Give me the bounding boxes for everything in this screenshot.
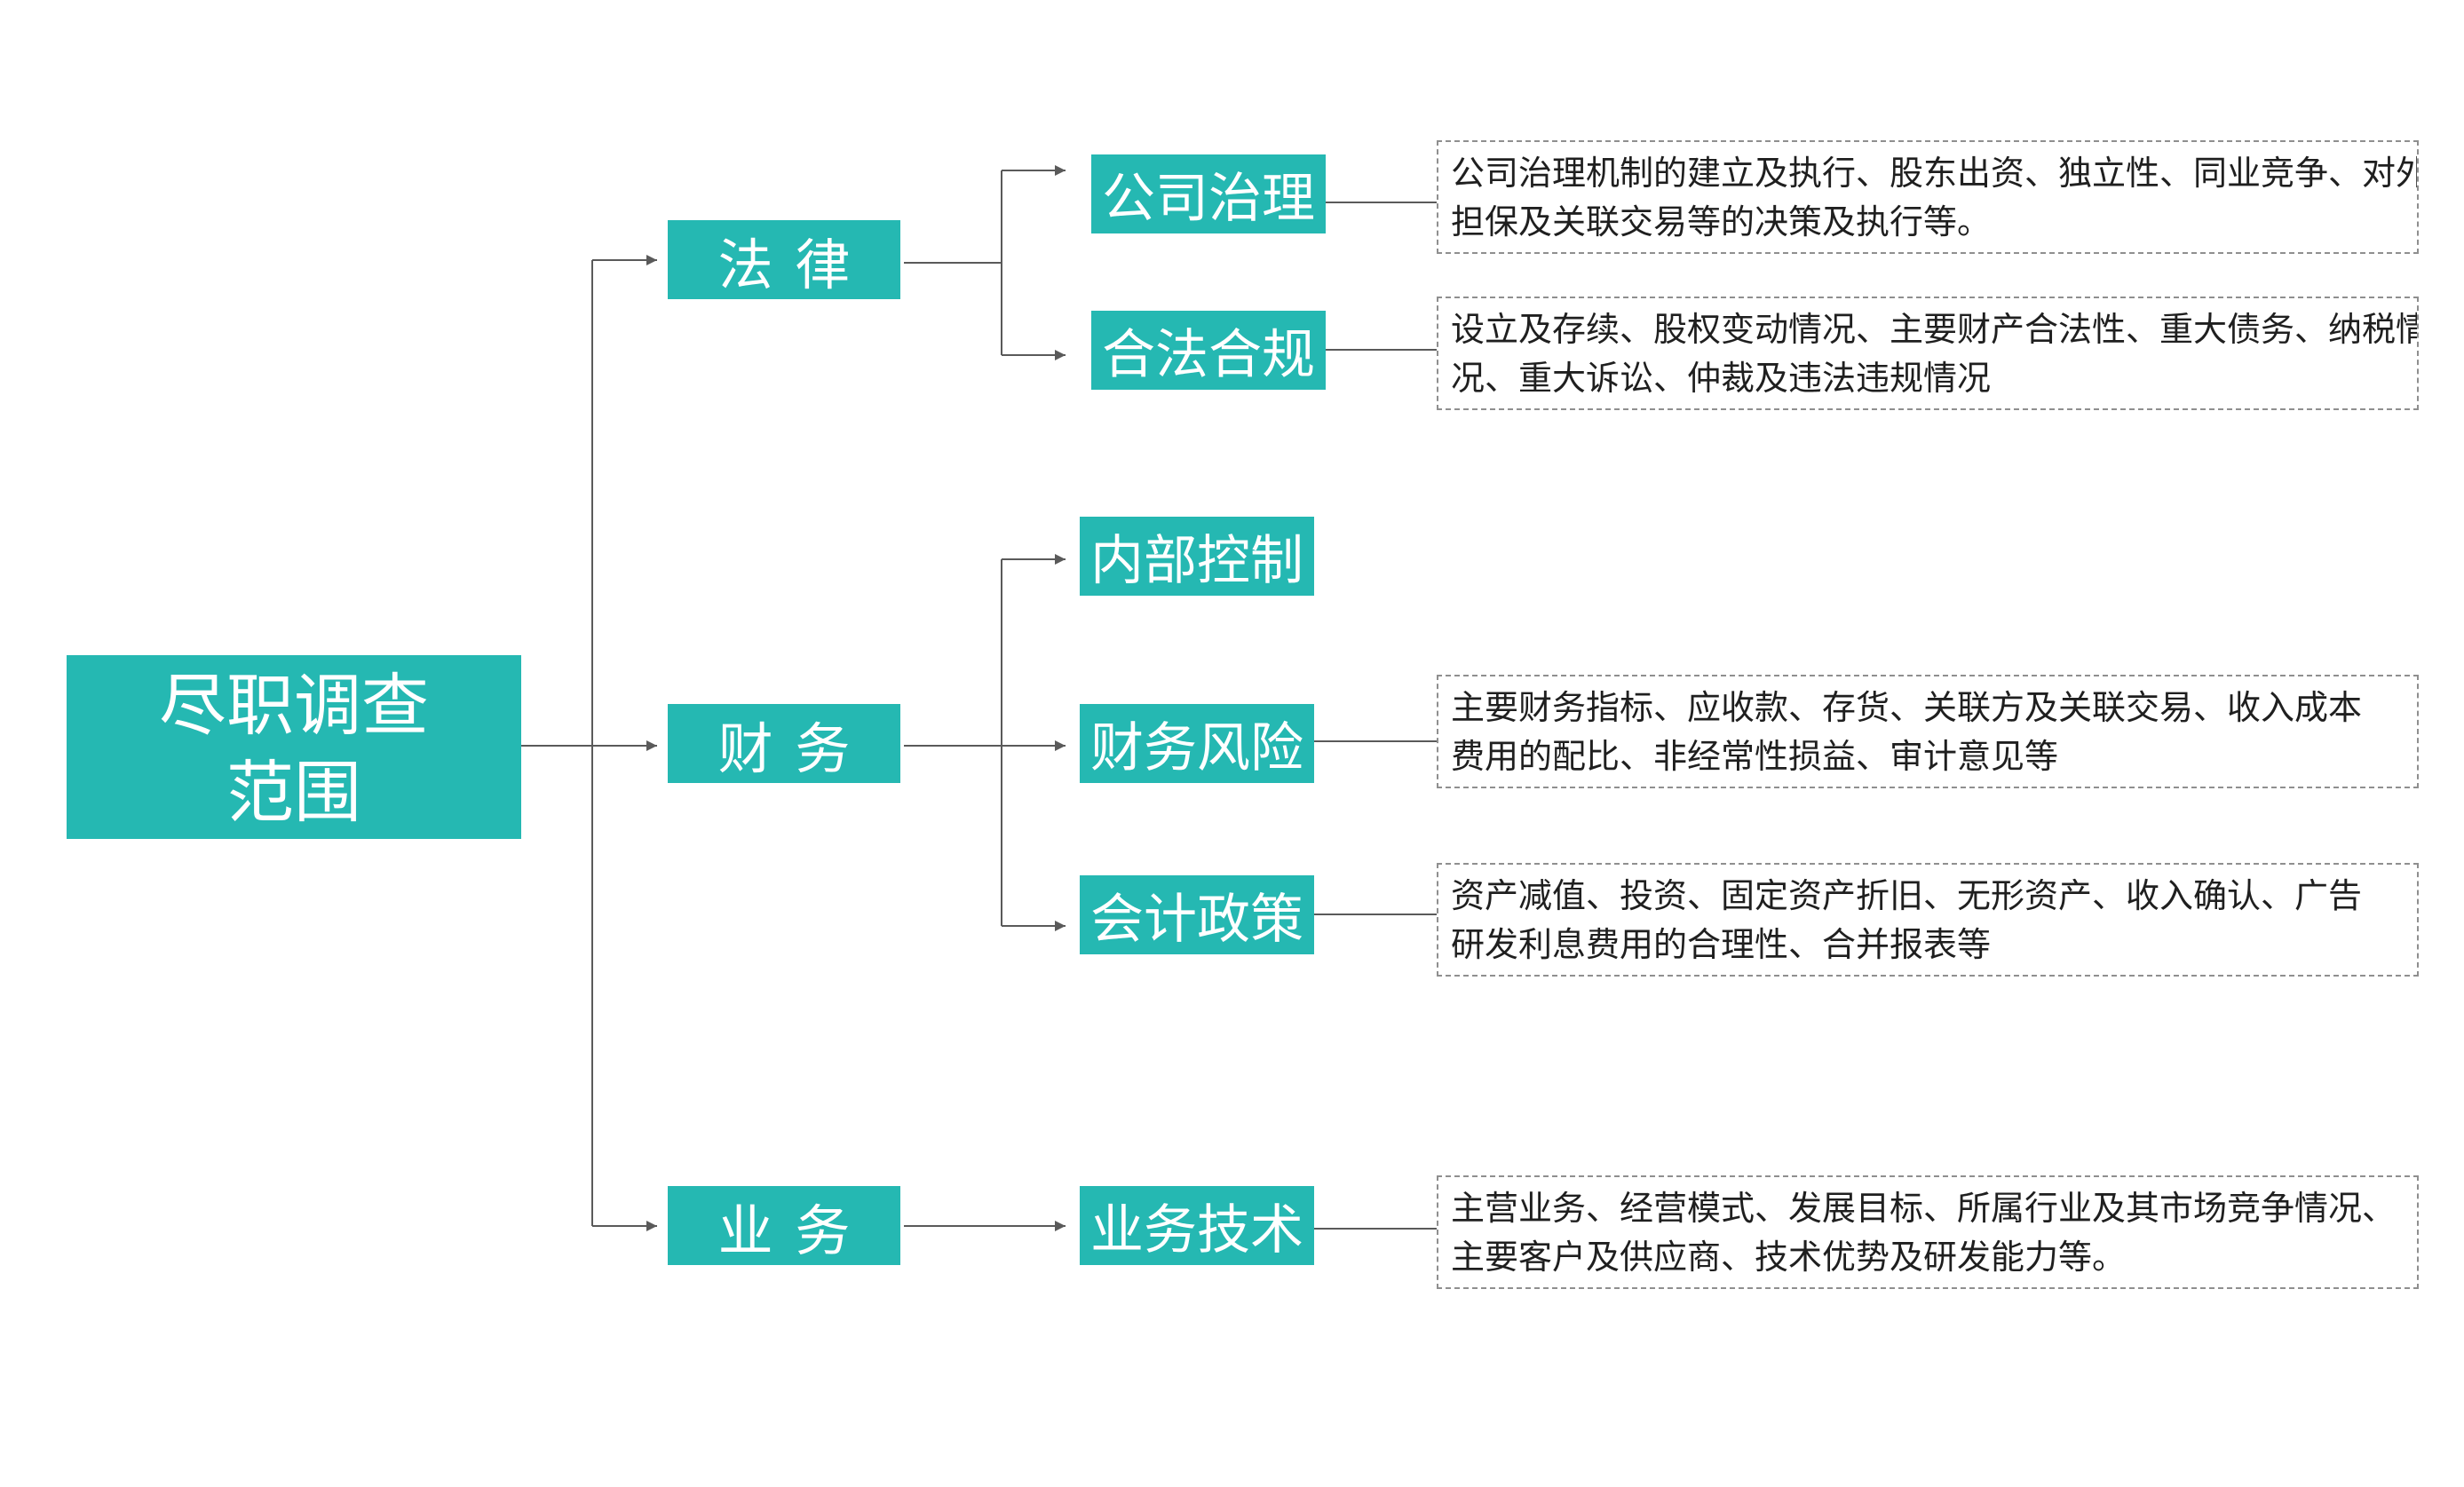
description-financial-risk: 主要财务指标、应收款、存货、关联方及关联交易、收入成本 费用的配比、非经常性损益… (1437, 675, 2419, 788)
category-node-finance: 财务 (668, 704, 900, 783)
description-line: 主要财务指标、应收款、存货、关联方及关联交易、收入成本 (1451, 688, 2363, 727)
category-node-legal: 法律 (668, 220, 900, 299)
description-business-tech: 主营业务、经营模式、发展目标、所属行业及其市场竞争情况、 主要客户及供应商、技术… (1437, 1175, 2419, 1289)
description-line: 设立及存续、股权变动情况、主要财产合法性、重大债务、纳税情 (1451, 310, 2419, 349)
root-node: 尽职调查 范围 (67, 655, 521, 839)
description-line: 资产减值、投资、固定资产折旧、无形资产、收入确认、广告 (1451, 876, 2363, 915)
description-line: 况、重大诉讼、仲裁及违法违规情况 (1451, 359, 1992, 398)
topic-node-financial-risk: 财务风险 (1080, 704, 1314, 783)
description-line: 担保及关联交易等的决策及执行等。 (1451, 202, 1992, 241)
topic-node-compliance: 合法合规 (1091, 311, 1326, 390)
description-compliance: 设立及存续、股权变动情况、主要财产合法性、重大债务、纳税情 况、重大诉讼、仲裁及… (1437, 297, 2419, 410)
description-line: 主营业务、经营模式、发展目标、所属行业及其市场竞争情况、 (1451, 1189, 2397, 1228)
description-governance: 公司治理机制的建立及执行、股东出资、独立性、同业竞争、对外 担保及关联交易等的决… (1437, 140, 2419, 254)
topic-node-governance: 公司治理 (1091, 154, 1326, 233)
description-accounting-policy: 资产减值、投资、固定资产折旧、无形资产、收入确认、广告 研发利息费用的合理性、合… (1437, 863, 2419, 977)
topic-node-business-tech: 业务技术 (1080, 1186, 1314, 1265)
root-label-line2: 范围 (226, 752, 361, 832)
description-line: 研发利息费用的合理性、合并报表等 (1451, 925, 1992, 964)
description-line: 费用的配比、非经常性损益、审计意见等 (1451, 737, 2059, 776)
description-line: 公司治理机制的建立及执行、股东出资、独立性、同业竞争、对外 (1451, 154, 2419, 193)
topic-node-internal-control: 内部控制 (1080, 517, 1314, 596)
description-line: 主要客户及供应商、技术优势及研发能力等。 (1451, 1238, 2127, 1277)
topic-node-accounting-policy: 会计政策 (1080, 875, 1314, 954)
root-label-line1: 尽职调查 (159, 665, 429, 745)
category-node-business: 业务 (668, 1186, 900, 1265)
